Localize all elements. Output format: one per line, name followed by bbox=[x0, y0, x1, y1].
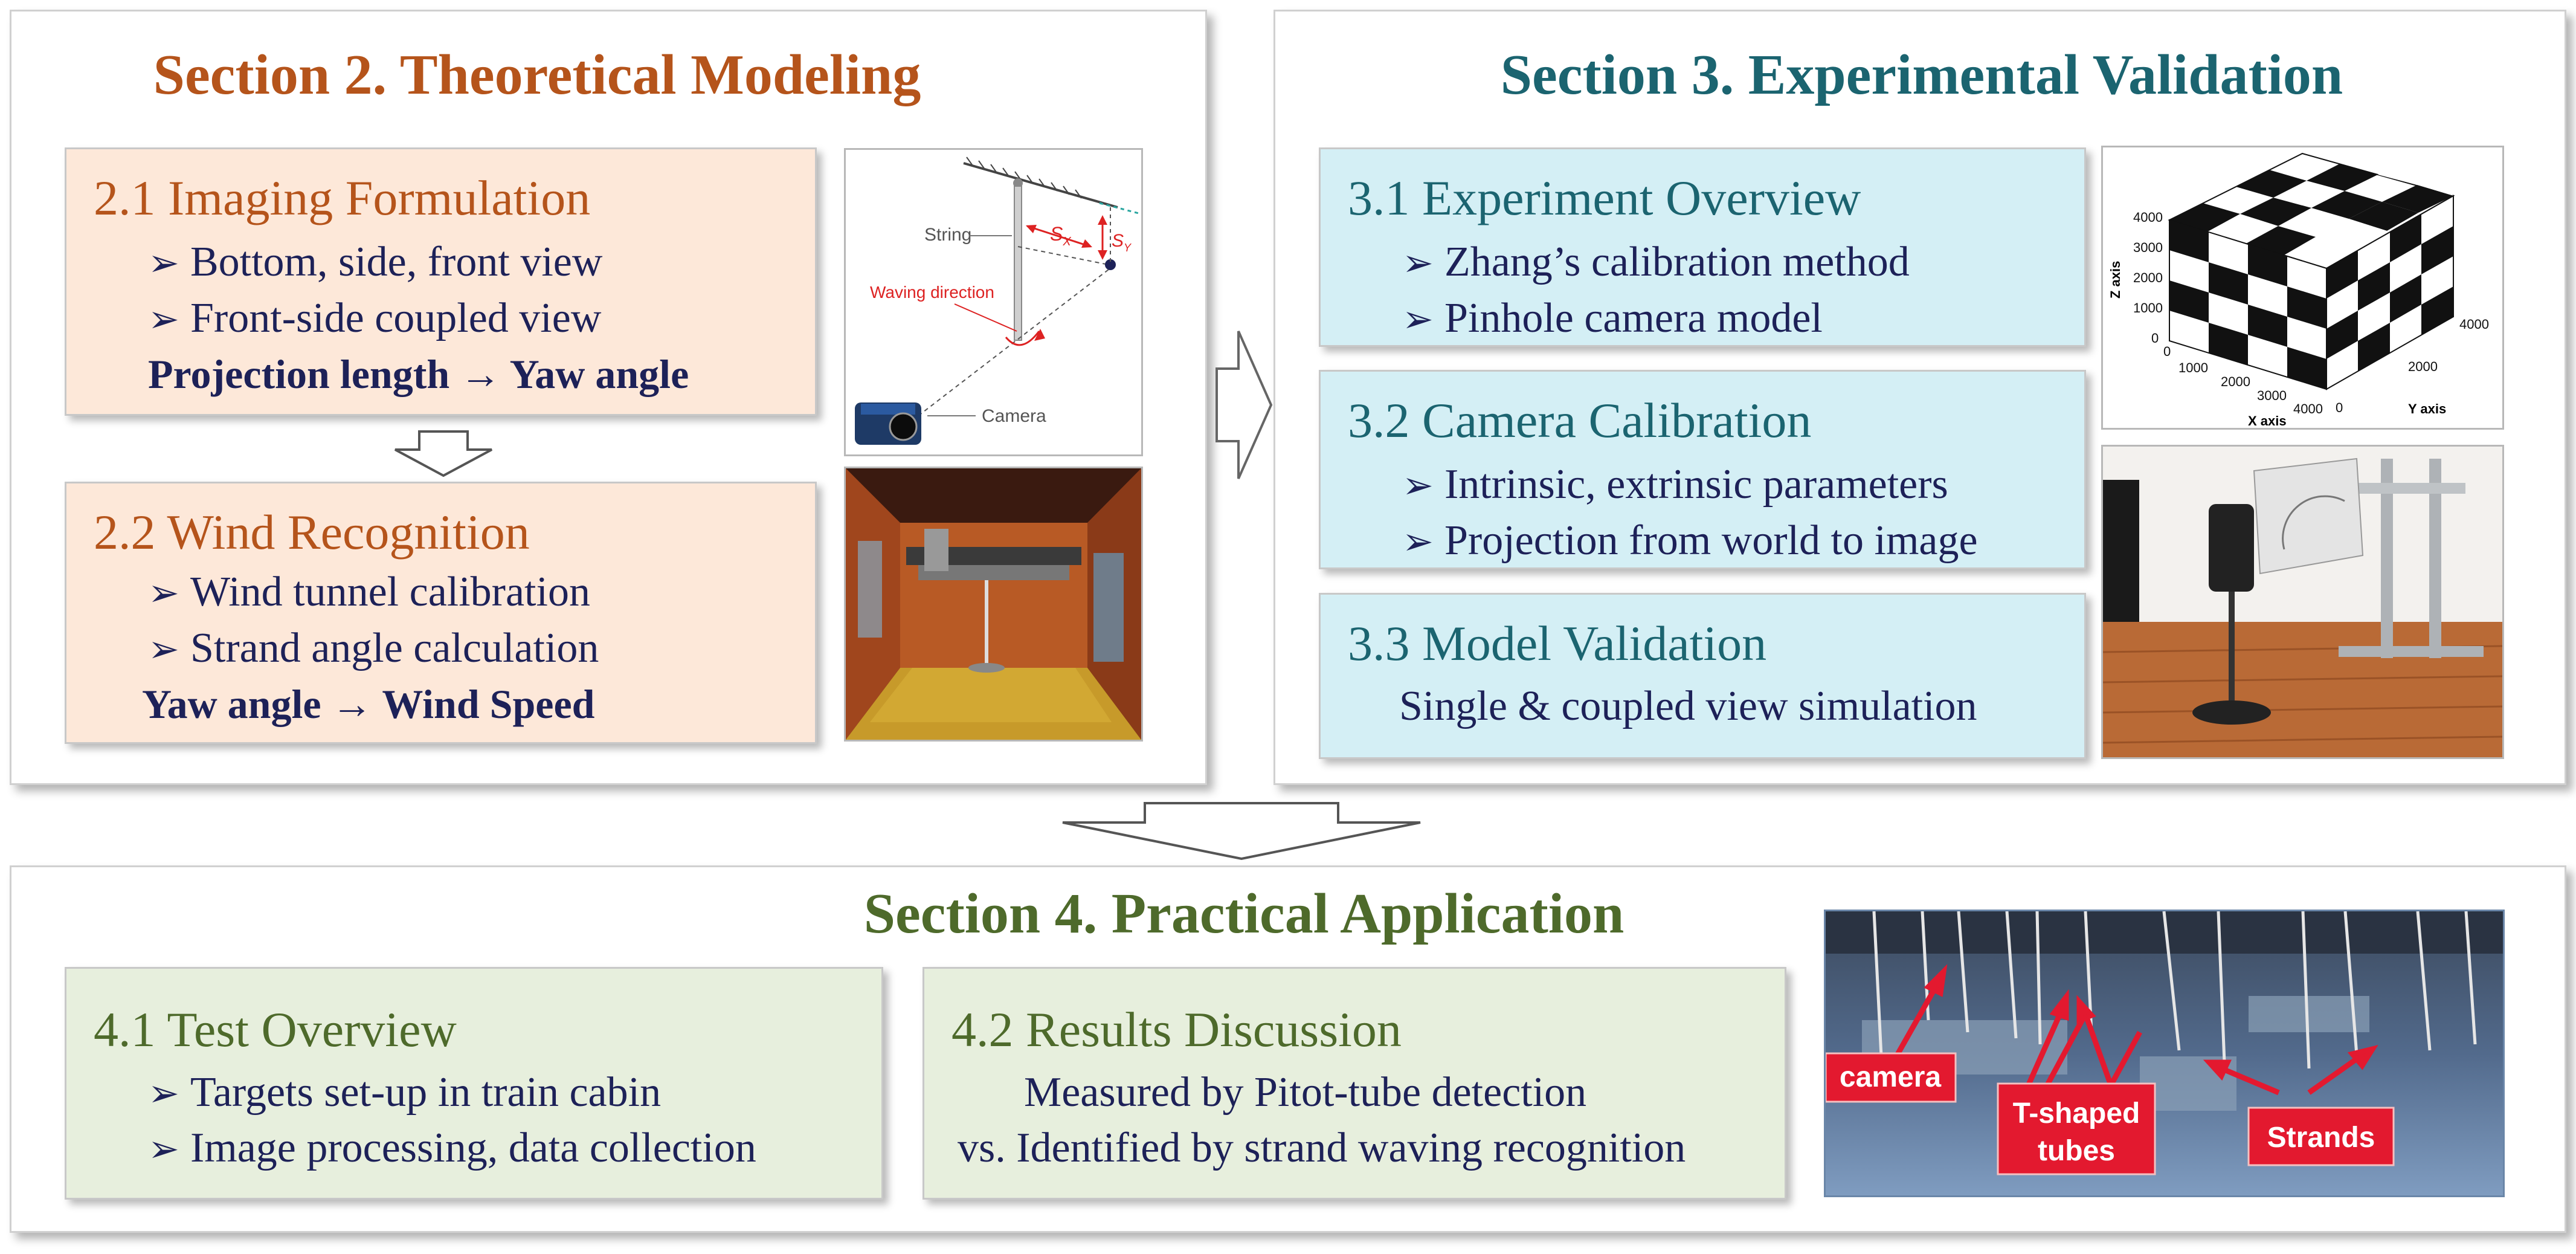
bullet-item: ➢Intrinsic, extrinsic parameters bbox=[1402, 461, 1948, 508]
test-overview-box: 4.1 Test Overview ➢Targets set-up in tra… bbox=[65, 967, 883, 1200]
results-line-2: vs. Identified by strand waving recognit… bbox=[958, 1125, 1686, 1171]
svg-text:T-shaped: T-shaped bbox=[2013, 1097, 2140, 1130]
camera-callout: camera bbox=[1826, 1052, 1957, 1103]
z-axis-label: Z axis bbox=[2108, 261, 2123, 299]
svg-text:0: 0 bbox=[2163, 344, 2171, 359]
bullet-arrow-icon: ➢ bbox=[148, 243, 179, 284]
model-validation-box: 3.3 Model Validation Single & coupled vi… bbox=[1319, 593, 2086, 759]
right-arrow-icon bbox=[1216, 331, 1273, 479]
imaging-formulation-title: 2.1 Imaging Formulation bbox=[94, 170, 591, 225]
svg-text:4000: 4000 bbox=[2293, 401, 2323, 416]
bullet-arrow-icon: ➢ bbox=[1402, 299, 1434, 340]
z-tick-labels: 4000 3000 2000 1000 0 bbox=[2133, 210, 2163, 346]
bullet-arrow-icon: ➢ bbox=[1402, 465, 1434, 506]
experiment-overview-box: 3.1 Experiment Overview ➢Zhang’s calibra… bbox=[1319, 147, 2086, 347]
svg-text:4000: 4000 bbox=[2459, 317, 2489, 332]
svg-text:Strands: Strands bbox=[2267, 1122, 2375, 1154]
bullet-arrow-icon: ➢ bbox=[1402, 243, 1434, 284]
bullet-item: ➢Pinhole camera model bbox=[1402, 295, 1823, 341]
section3-panel: Section 3. Experimental Validation 3.1 E… bbox=[1274, 10, 2566, 785]
cube-front-face bbox=[2169, 219, 2327, 390]
svg-text:4000: 4000 bbox=[2133, 210, 2163, 225]
svg-text:2000: 2000 bbox=[2133, 270, 2163, 285]
section2-title: Section 2. Theoretical Modeling bbox=[153, 44, 921, 106]
x-axis-label: X axis bbox=[2248, 413, 2287, 428]
wind-conclusion: Yaw angle → Wind Speed bbox=[142, 681, 595, 727]
bullet-item: ➢Zhang’s calibration method bbox=[1402, 239, 1910, 285]
svg-text:0: 0 bbox=[2336, 400, 2343, 415]
x-tick-labels: 0 1000 2000 3000 4000 bbox=[2163, 344, 2323, 416]
strands-callout: Strands bbox=[2247, 1107, 2395, 1166]
results-discussion-title: 4.2 Results Discussion bbox=[952, 1002, 1402, 1057]
imaging-conclusion: Projection length → Yaw angle bbox=[148, 351, 689, 397]
train-cabin-photo: camera T-shaped tubes Strands bbox=[1824, 910, 2505, 1197]
svg-text:1000: 1000 bbox=[2178, 360, 2208, 375]
down-arrow-icon bbox=[1062, 802, 1421, 861]
y-tick-labels: 0 2000 4000 bbox=[2336, 317, 2489, 415]
results-discussion-box: 4.2 Results Discussion Measured by Pitot… bbox=[923, 967, 1786, 1200]
camera-calibration-title: 3.2 Camera Calibration bbox=[1348, 393, 1812, 448]
experiment-overview-title: 3.1 Experiment Overview bbox=[1348, 170, 1861, 225]
cube-top-face bbox=[2168, 152, 2455, 270]
bullet-item: ➢Targets set-up in train cabin bbox=[148, 1069, 662, 1116]
bullet-item: ➢Bottom, side, front view bbox=[148, 239, 603, 285]
string-label: String bbox=[924, 225, 971, 245]
svg-text:2000: 2000 bbox=[2408, 359, 2438, 374]
bullet-arrow-icon: ➢ bbox=[148, 1129, 179, 1170]
camera-icon bbox=[855, 402, 921, 445]
wind-recognition-box: 2.2 Wind Recognition ➢Wind tunnel calibr… bbox=[65, 482, 817, 744]
test-overview-title: 4.1 Test Overview bbox=[94, 1002, 457, 1057]
svg-text:2000: 2000 bbox=[2221, 374, 2250, 389]
svg-text:camera: camera bbox=[1840, 1061, 1941, 1093]
section2-panel: Section 2. Theoretical Modeling 2.1 Imag… bbox=[10, 10, 1207, 785]
svg-text:1000: 1000 bbox=[2133, 300, 2163, 315]
waving-direction-label: Waving direction bbox=[870, 283, 994, 302]
phone-icon bbox=[2209, 504, 2254, 592]
svg-text:3000: 3000 bbox=[2257, 388, 2287, 403]
model-validation-title: 3.3 Model Validation bbox=[1348, 616, 1767, 671]
bullet-item: ➢Image processing, data collection bbox=[148, 1125, 756, 1171]
camera-label: Camera bbox=[982, 406, 1046, 426]
section4-title: Section 4. Practical Application bbox=[863, 882, 1624, 945]
section4-panel: Section 4. Practical Application 4.1 Tes… bbox=[10, 865, 2566, 1233]
bullet-arrow-icon: ➢ bbox=[148, 629, 179, 670]
bullet-item: ➢Projection from world to image bbox=[1402, 517, 1978, 564]
bullet-arrow-icon: ➢ bbox=[148, 573, 179, 614]
string-diagram: String SX SY Waving direction bbox=[844, 148, 1143, 456]
camera-calibration-box: 3.2 Camera Calibration ➢Intrinsic, extri… bbox=[1319, 370, 2086, 569]
svg-text:tubes: tubes bbox=[2038, 1135, 2115, 1167]
svg-text:3000: 3000 bbox=[2133, 240, 2163, 255]
bullet-item: ➢Strand angle calculation bbox=[148, 625, 599, 671]
checkerboard-plot: 4000 3000 2000 1000 0 Z axis 0 1000 2000… bbox=[2101, 146, 2504, 430]
svg-text:0: 0 bbox=[2151, 331, 2159, 346]
wind-recognition-title: 2.2 Wind Recognition bbox=[94, 505, 530, 560]
t-shaped-tubes-callout: T-shaped tubes bbox=[1997, 1082, 2156, 1175]
cube-right-face bbox=[2326, 195, 2454, 390]
bullet-arrow-icon: ➢ bbox=[1402, 522, 1434, 563]
bullet-item: ➢Wind tunnel calibration bbox=[148, 569, 590, 615]
bullet-item: ➢Front-side coupled view bbox=[148, 295, 602, 341]
sy-label: SY bbox=[1112, 231, 1132, 254]
imaging-formulation-box: 2.1 Imaging Formulation ➢Bottom, side, f… bbox=[65, 147, 817, 416]
section3-title: Section 3. Experimental Validation bbox=[1500, 44, 2343, 106]
calibration-setup-photo bbox=[2101, 445, 2504, 759]
bullet-arrow-icon: ➢ bbox=[148, 1073, 179, 1114]
down-arrow-icon bbox=[394, 430, 492, 477]
results-line-1: Measured by Pitot-tube detection bbox=[1024, 1069, 1587, 1116]
model-validation-text: Single & coupled view simulation bbox=[1399, 683, 1977, 729]
sx-label: SX bbox=[1050, 223, 1071, 248]
bullet-arrow-icon: ➢ bbox=[148, 299, 179, 340]
y-axis-label: Y axis bbox=[2408, 401, 2446, 416]
wind-tunnel-photo bbox=[844, 467, 1143, 742]
